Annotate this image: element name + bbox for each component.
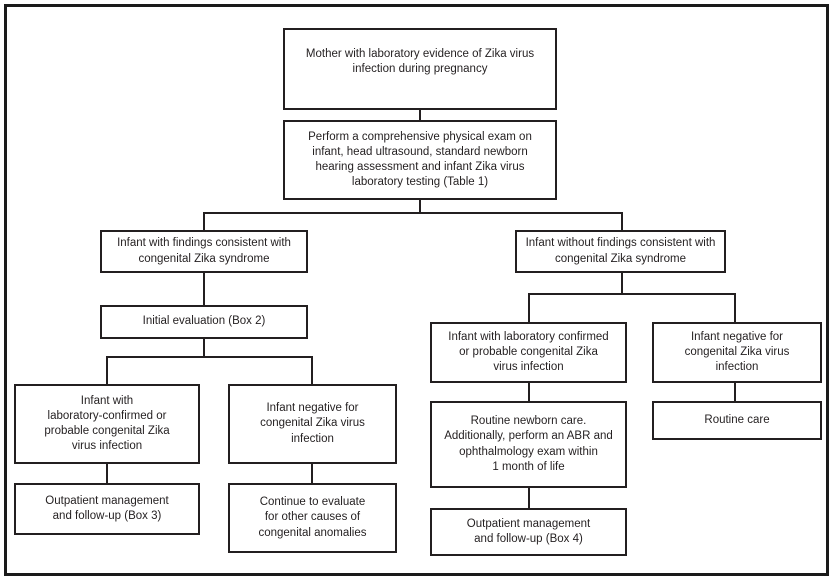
- connector-branch1-right-drop: [621, 212, 623, 230]
- flow-node-routine-newborn-care: Routine newborn care. Additionally, perf…: [430, 401, 627, 488]
- connector-labconfirmed-to-outpatient3: [106, 464, 108, 483]
- flow-node-infant-with-findings: Infant with findings consistent with con…: [100, 230, 308, 273]
- flow-node-comprehensive-exam: Perform a comprehensive physical exam on…: [283, 120, 557, 200]
- flow-node-outpatient-box4: Outpatient management and follow-up (Box…: [430, 508, 627, 556]
- flow-node-mother-evidence: Mother with laboratory evidence of Zika …: [283, 28, 557, 110]
- flow-node-infant-negative-right: Infant negative for congenital Zika viru…: [652, 322, 822, 383]
- connector-branch1-horizontal: [203, 212, 623, 214]
- flow-node-initial-evaluation: Initial evaluation (Box 2): [100, 305, 308, 339]
- connector-mother-to-exam: [419, 110, 421, 120]
- flow-node-infant-lab-confirmed-right: Infant with laboratory confirmed or prob…: [430, 322, 627, 383]
- connector-labconfirmed-to-routine-newborn: [528, 383, 530, 401]
- flow-node-infant-negative-left: Infant negative for congenital Zika viru…: [228, 384, 397, 464]
- flow-node-infant-lab-confirmed-left: Infant with laboratory-confirmed or prob…: [14, 384, 200, 464]
- flow-node-infant-without-findings: Infant without findings consistent with …: [515, 230, 726, 273]
- flow-node-continue-evaluate: Continue to evaluate for other causes of…: [228, 483, 397, 553]
- connector-routine-newborn-to-outpatient4: [528, 488, 530, 508]
- connector-negative-to-routine-care: [734, 383, 736, 401]
- connector-branch2-right-drop: [311, 356, 313, 384]
- connector-branch3-left-drop: [528, 293, 530, 322]
- connector-negative-to-continue: [311, 464, 313, 483]
- connector-without-findings-stub: [621, 273, 623, 295]
- connector-branch3-horizontal: [528, 293, 736, 295]
- connector-findings-to-initial-eval: [203, 273, 205, 305]
- connector-branch1-left-drop: [203, 212, 205, 230]
- flow-node-routine-care: Routine care: [652, 401, 822, 440]
- page-border-frame: [4, 4, 829, 576]
- connector-branch2-left-drop: [106, 356, 108, 384]
- connector-branch3-right-drop: [734, 293, 736, 322]
- connector-exam-stub: [419, 200, 421, 214]
- connector-branch2-horizontal: [106, 356, 313, 358]
- flow-node-outpatient-box3: Outpatient management and follow-up (Box…: [14, 483, 200, 535]
- connector-initial-eval-stub: [203, 339, 205, 358]
